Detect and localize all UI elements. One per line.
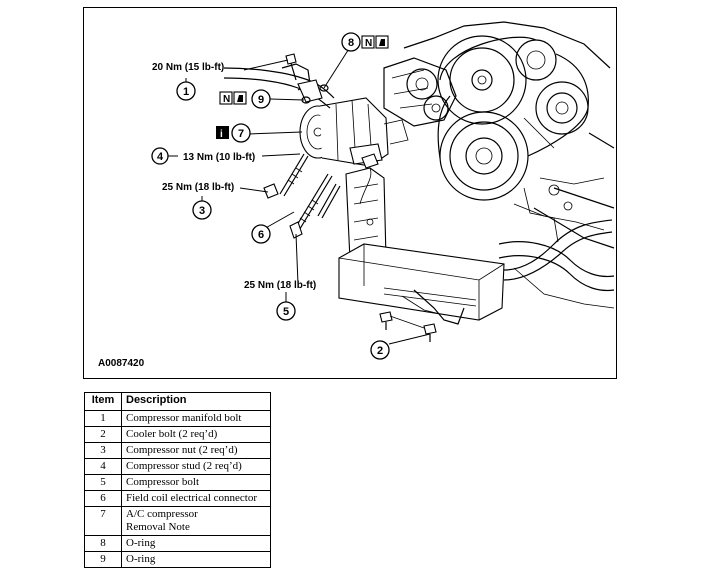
description-line: Cooler bolt (2 req’d) bbox=[126, 428, 218, 440]
description-cell: Cooler bolt (2 req’d) bbox=[121, 426, 271, 443]
item-number-cell: 7 bbox=[84, 506, 122, 536]
description-cell: Compressor manifold bolt bbox=[121, 410, 271, 427]
lubricate-icon bbox=[237, 95, 243, 102]
svg-text:6: 6 bbox=[258, 229, 264, 241]
table-row: 2 Cooler bolt (2 req’d) bbox=[84, 426, 271, 443]
table-row: 9 O-ring bbox=[84, 551, 271, 568]
svg-text:3: 3 bbox=[199, 205, 205, 217]
description-cell: O-ring bbox=[121, 551, 271, 568]
table-header-row: Item Description bbox=[84, 392, 271, 411]
info-symbol-item-7: i bbox=[216, 126, 229, 140]
torque-label-item-5: 25 Nm (18 lb-ft) bbox=[244, 280, 316, 291]
callout-6: 6 bbox=[251, 224, 271, 244]
svg-text:4: 4 bbox=[157, 151, 164, 163]
table-row: 4 Compressor stud (2 req’d) bbox=[84, 458, 271, 475]
svg-text:5: 5 bbox=[283, 306, 289, 318]
torque-label-item-1: 20 Nm (15 lb-ft) bbox=[152, 62, 224, 73]
callout-5: 5 bbox=[276, 301, 296, 321]
description-cell: O-ring bbox=[121, 535, 271, 552]
description-cell: Compressor stud (2 req’d) bbox=[121, 458, 271, 475]
description-line: Field coil electrical connector bbox=[126, 492, 258, 504]
description-line: O-ring bbox=[126, 537, 156, 549]
item-number-cell: 5 bbox=[84, 474, 122, 491]
column-header-item: Item bbox=[84, 392, 122, 411]
svg-text:2: 2 bbox=[377, 345, 383, 357]
description-cell: Compressor bolt bbox=[121, 474, 271, 491]
exploded-view-diagram: 20 Nm (15 lb-ft) 13 Nm (10 lb-ft) 25 Nm … bbox=[98, 21, 615, 369]
item-number-cell: 6 bbox=[84, 490, 122, 507]
svg-text:9: 9 bbox=[258, 94, 264, 106]
item-number-cell: 2 bbox=[84, 426, 122, 443]
diagram-frame: 20 Nm (15 lb-ft) 13 Nm (10 lb-ft) 25 Nm … bbox=[83, 7, 617, 379]
svg-text:N: N bbox=[365, 38, 372, 49]
svg-text:8: 8 bbox=[348, 37, 354, 49]
item-number-cell: 4 bbox=[84, 458, 122, 475]
parts-table-body: 1 Compressor manifold bolt 2 Cooler bolt (2… bbox=[84, 410, 271, 568]
table-row: 1 Compressor manifold bolt bbox=[84, 410, 271, 427]
lubricate-icon bbox=[379, 39, 385, 46]
svg-text:i: i bbox=[220, 129, 223, 140]
item-number-cell: 3 bbox=[84, 442, 122, 459]
table-row: 8 O-ring bbox=[84, 535, 271, 552]
callout-2: 2 bbox=[370, 340, 390, 360]
description-cell: Compressor nut (2 req’d) bbox=[121, 442, 271, 459]
parts-table: Item Description 1 Compressor manifold bo… bbox=[84, 392, 271, 568]
figure-id: A0087420 bbox=[98, 358, 145, 369]
svg-text:1: 1 bbox=[183, 86, 189, 98]
description-line: Compressor stud (2 req’d) bbox=[126, 460, 242, 472]
item-number-cell: 8 bbox=[84, 535, 122, 552]
callout-8: 8 bbox=[341, 32, 361, 52]
table-row: 5 Compressor bolt bbox=[84, 474, 271, 491]
description-line: Compressor bolt bbox=[126, 476, 200, 488]
description-line: O-ring bbox=[126, 553, 156, 565]
column-header-description: Description bbox=[121, 392, 271, 411]
callout-1: 1 bbox=[176, 81, 196, 101]
new-part-symbol-item-9: N bbox=[219, 91, 247, 105]
svg-text:7: 7 bbox=[238, 128, 244, 140]
callout-4: 4 bbox=[151, 147, 169, 165]
svg-text:N: N bbox=[223, 94, 230, 105]
new-part-symbol-item-8: N bbox=[361, 35, 389, 49]
engine-artwork bbox=[223, 21, 615, 342]
table-row: 6 Field coil electrical connector bbox=[84, 490, 271, 507]
item-number-cell: 1 bbox=[84, 410, 122, 427]
torque-label-item-4: 13 Nm (10 lb-ft) bbox=[183, 152, 255, 163]
callout-9: 9 bbox=[251, 89, 271, 109]
info-icon bbox=[216, 126, 229, 139]
description-line: Compressor manifold bolt bbox=[126, 412, 242, 424]
callout-7: 7 bbox=[231, 123, 251, 143]
description-cell: Field coil electrical connector bbox=[121, 490, 271, 507]
description-line: A/C compressor bbox=[126, 508, 198, 520]
table-row: 3 Compressor nut (2 req’d) bbox=[84, 442, 271, 459]
description-line: Removal Note bbox=[126, 521, 190, 533]
callout-3: 3 bbox=[192, 200, 212, 220]
torque-label-item-3: 25 Nm (18 lb-ft) bbox=[162, 182, 234, 193]
description-line: Compressor nut (2 req’d) bbox=[126, 444, 238, 456]
item-number-cell: 9 bbox=[84, 551, 122, 568]
